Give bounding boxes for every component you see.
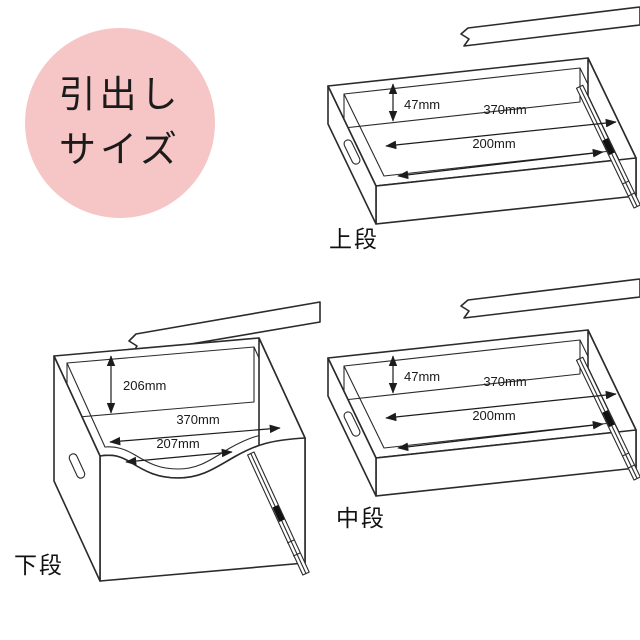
size-badge: 引出し サイズ <box>25 28 215 218</box>
dimension-label-width: 370mm <box>176 412 219 427</box>
badge-title-line1: 引出し <box>58 74 182 116</box>
dimension-label-height: 47mm <box>404 97 440 112</box>
tier-label-lower: 下段 <box>14 552 64 578</box>
dimension-label-depth: 200mm <box>472 408 515 423</box>
cabinet-panel <box>460 6 640 47</box>
badge-title-line2: サイズ <box>59 129 181 170</box>
dimension-label-height: 47mm <box>404 369 440 384</box>
dimension-arrow-width <box>385 118 617 150</box>
tier-label-upper: 上段 <box>329 226 379 252</box>
handle-cutout <box>343 139 361 165</box>
dimension-label-width: 370mm <box>483 374 526 389</box>
cabinet-panel <box>128 301 321 355</box>
middle-drawer-illustration: 47mm 370mm 200mm <box>327 278 640 497</box>
dimension-arrow-width <box>109 424 281 446</box>
tier-label-middle: 中段 <box>336 505 386 531</box>
dimension-arrow-depth <box>397 420 604 452</box>
dimension-arrow-depth <box>125 448 233 466</box>
dimension-label-depth: 200mm <box>472 136 515 151</box>
rail-lock-lever <box>272 504 285 523</box>
handle-cutout <box>68 453 86 479</box>
cabinet-panel <box>460 278 640 319</box>
upper-drawer-illustration: 47mm 370mm 200mm <box>327 6 640 225</box>
dimension-arrow-depth <box>397 148 604 180</box>
dimension-label-height: 206mm <box>123 378 166 393</box>
handle-cutout <box>343 411 361 437</box>
lower-drawer-illustration: 206mm 370mm 207mm <box>53 301 321 582</box>
dimension-label-depth: 207mm <box>156 436 199 451</box>
dimension-arrow-width <box>385 390 617 422</box>
dimension-label-width: 370mm <box>483 102 526 117</box>
slide-rail <box>247 451 310 576</box>
